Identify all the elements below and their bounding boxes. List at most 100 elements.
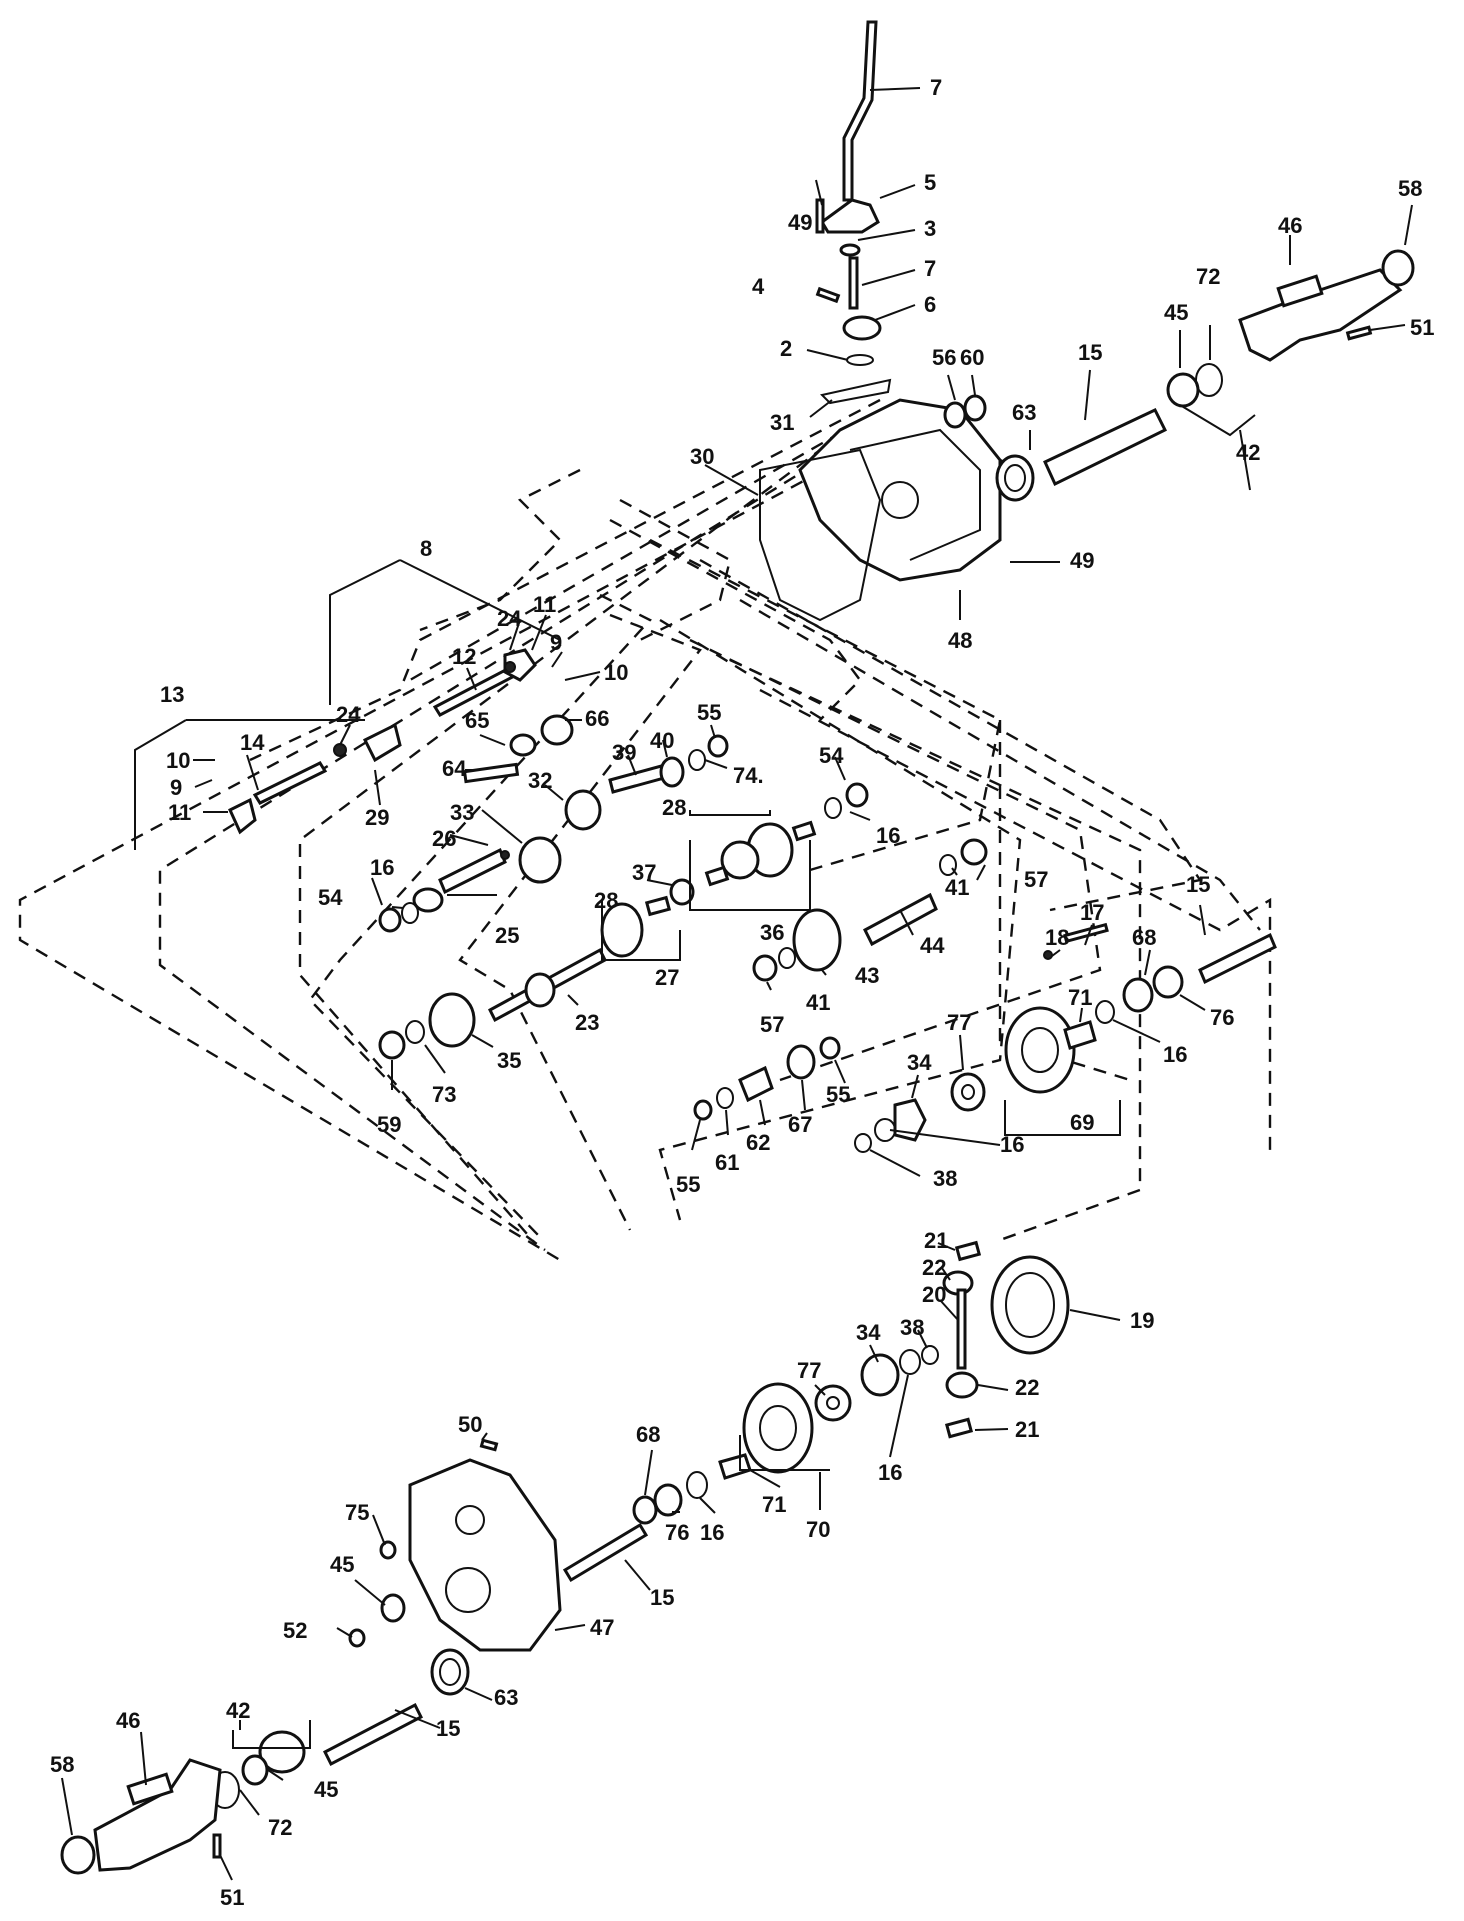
bearing-45c bbox=[241, 1754, 269, 1786]
gasket-31 bbox=[820, 378, 892, 405]
callout-17: 17 bbox=[1080, 900, 1104, 925]
callout-24-upper: 24 bbox=[497, 606, 522, 631]
callout-42-upper: 42 bbox=[1236, 440, 1260, 465]
ring-72a bbox=[1195, 363, 1223, 397]
bolt-51b bbox=[212, 1833, 222, 1859]
callout-15-right: 15 bbox=[1186, 872, 1210, 897]
callout-16-left: 16 bbox=[370, 855, 394, 880]
gear-40 bbox=[659, 756, 685, 788]
bearing-37 bbox=[669, 878, 695, 906]
callout-32: 32 bbox=[528, 768, 552, 793]
callout-28-upper: 28 bbox=[662, 795, 686, 820]
callout-12: 12 bbox=[452, 644, 476, 669]
washer-41b bbox=[778, 947, 796, 969]
callout-47: 47 bbox=[590, 1615, 614, 1640]
seat-6 bbox=[842, 315, 882, 341]
bearing-45a bbox=[1166, 372, 1200, 408]
callout-52: 52 bbox=[283, 1618, 307, 1643]
gear-67 bbox=[786, 1044, 816, 1080]
callout-11-lower: 11 bbox=[168, 800, 191, 825]
callout-35: 35 bbox=[497, 1048, 521, 1073]
ring-38b bbox=[921, 1345, 939, 1365]
callout-labels: 7 5 49 3 7 4 6 2 31 56 60 15 63 45 72 46… bbox=[50, 75, 1434, 1910]
callout-44: 44 bbox=[920, 933, 945, 958]
callout-7-shaft: 7 bbox=[924, 256, 936, 281]
ring-38a bbox=[854, 1133, 872, 1153]
callout-38-lower: 38 bbox=[900, 1315, 924, 1340]
bearing-59 bbox=[378, 1030, 406, 1060]
shift-shaft bbox=[848, 256, 859, 310]
washer-16c bbox=[1095, 1000, 1115, 1024]
ring-gear-19 bbox=[990, 1255, 1070, 1355]
callout-54-left: 54 bbox=[318, 885, 343, 910]
axle-15a bbox=[1043, 408, 1168, 487]
callout-71-lower: 71 bbox=[762, 1492, 786, 1517]
callout-72-lower: 72 bbox=[268, 1815, 292, 1840]
rail-14 bbox=[252, 761, 328, 805]
callout-77-right: 77 bbox=[947, 1010, 971, 1035]
callout-16-right: 16 bbox=[1163, 1042, 1187, 1067]
callout-7-lever: 7 bbox=[930, 75, 942, 100]
callout-65: 65 bbox=[465, 708, 489, 733]
bush-71b bbox=[718, 1453, 752, 1480]
callout-30: 30 bbox=[690, 444, 714, 469]
gear-43 bbox=[792, 908, 842, 972]
spacer-65 bbox=[509, 733, 537, 757]
callout-19: 19 bbox=[1130, 1308, 1154, 1333]
callout-34-right: 34 bbox=[907, 1050, 932, 1075]
shaft-25 bbox=[438, 847, 507, 895]
bearing-57a bbox=[960, 838, 988, 866]
callout-29: 29 bbox=[365, 805, 389, 830]
callout-43: 43 bbox=[855, 963, 879, 988]
callout-71-right: 71 bbox=[1068, 985, 1092, 1010]
callout-70: 70 bbox=[806, 1517, 830, 1542]
bearing-42b bbox=[258, 1730, 306, 1774]
callout-41-lower: 41 bbox=[806, 990, 830, 1015]
bolt-51a bbox=[1345, 325, 1373, 341]
shaft-39 bbox=[608, 763, 670, 794]
callout-51-upper: 51 bbox=[1410, 315, 1434, 340]
detent-11 bbox=[228, 797, 257, 835]
callout-5: 5 bbox=[924, 170, 936, 195]
callout-24-lower: 24 bbox=[336, 702, 361, 727]
bearing-45b bbox=[380, 1593, 406, 1623]
callout-57-lower: 57 bbox=[760, 1012, 784, 1037]
block-21a bbox=[954, 1240, 982, 1262]
pin-4 bbox=[815, 286, 841, 304]
callout-6: 6 bbox=[924, 292, 936, 317]
callout-63-lower: 63 bbox=[494, 1685, 518, 1710]
callout-9-upper: 9 bbox=[550, 630, 562, 655]
callout-16-lower: 16 bbox=[878, 1460, 902, 1485]
callout-11-upper: 11 bbox=[533, 592, 556, 617]
callout-8: 8 bbox=[420, 536, 432, 561]
callout-10-upper: 10 bbox=[604, 660, 628, 685]
seal-63b bbox=[430, 1648, 470, 1696]
parts bbox=[60, 20, 1415, 1875]
callout-15-upper: 15 bbox=[1078, 340, 1102, 365]
callout-55-right: 55 bbox=[826, 1082, 850, 1107]
bush-28a bbox=[704, 865, 730, 887]
callout-49-right: 49 bbox=[1070, 548, 1094, 573]
callout-23: 23 bbox=[575, 1010, 599, 1035]
bearing-68b bbox=[632, 1495, 658, 1525]
callout-4: 4 bbox=[752, 274, 765, 299]
callout-57-upper: 57 bbox=[1024, 867, 1048, 892]
fitting-52 bbox=[348, 1628, 366, 1648]
bearing-55c bbox=[693, 1099, 713, 1121]
callout-46-upper: 46 bbox=[1278, 213, 1302, 238]
callout-54-upper: 54 bbox=[819, 743, 844, 768]
washer-61 bbox=[716, 1087, 734, 1109]
callout-42-lower: 42 bbox=[226, 1698, 250, 1723]
callout-68-lower: 68 bbox=[636, 1422, 660, 1447]
callout-45-bottom: 45 bbox=[314, 1777, 338, 1802]
callout-18: 18 bbox=[1045, 925, 1069, 950]
callout-9-lower: 9 bbox=[170, 775, 182, 800]
callout-21-top: 21 bbox=[924, 1228, 948, 1253]
callout-48: 48 bbox=[948, 628, 972, 653]
pinion-22b bbox=[945, 1371, 979, 1399]
pin-64 bbox=[462, 762, 520, 784]
callout-77-lower: 77 bbox=[797, 1358, 821, 1383]
ball-18 bbox=[1043, 950, 1053, 960]
washer-16f bbox=[686, 1471, 708, 1499]
